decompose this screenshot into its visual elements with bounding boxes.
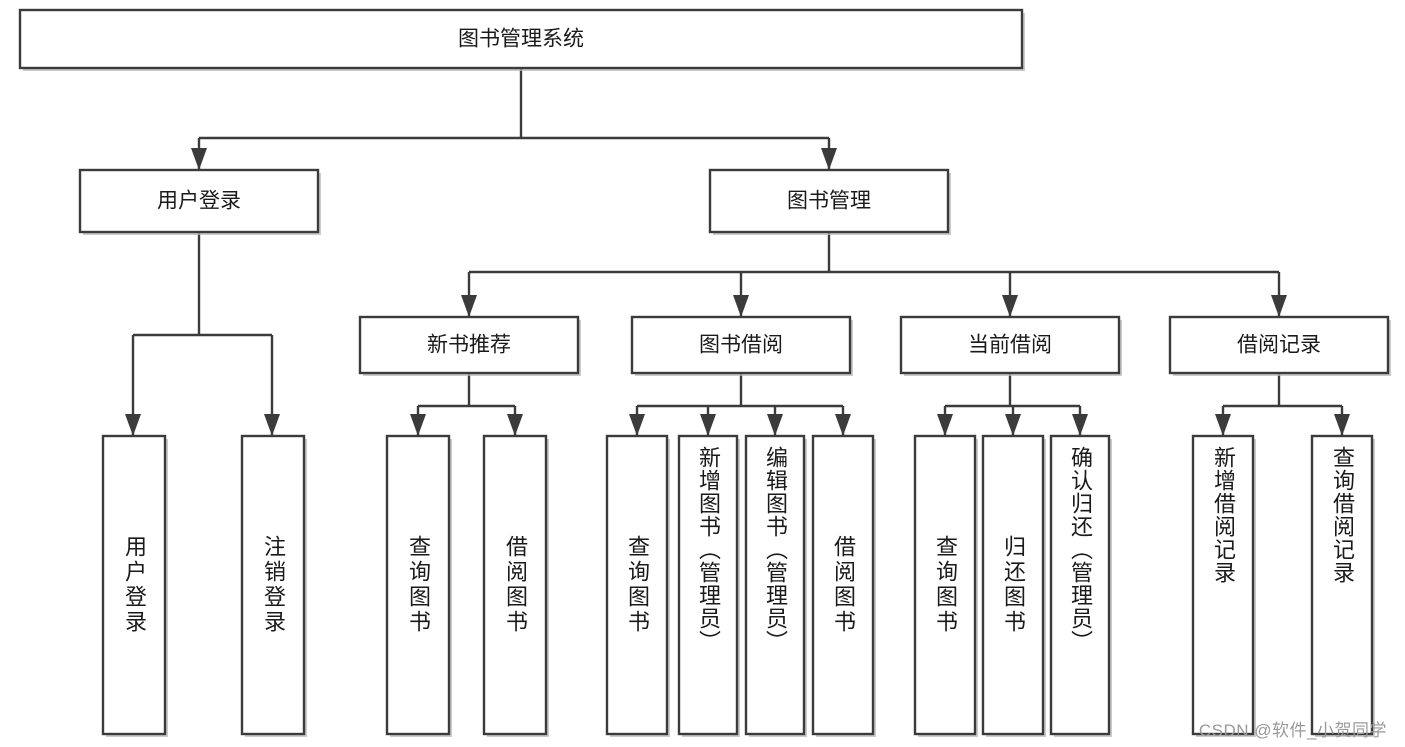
node-border <box>101 434 167 736</box>
connector-manage-bus <box>461 232 1287 317</box>
arrow-head-icon <box>1005 414 1021 436</box>
arrow-head-icon <box>410 414 426 436</box>
node-label: 新书推荐 <box>427 334 511 357</box>
arrow-head-icon <box>767 414 783 436</box>
node-border <box>605 434 669 736</box>
node-border <box>482 434 548 736</box>
node-leaf-1-注销登录[interactable] <box>240 434 307 737</box>
connector-borrow-bus <box>629 373 851 436</box>
node-border <box>981 434 1045 736</box>
arrow-head-icon <box>937 414 953 436</box>
node-label: 图书借阅 <box>699 334 783 357</box>
arrow-head-icon <box>1072 414 1088 436</box>
arrow-head-icon <box>733 295 749 317</box>
node-border <box>78 168 320 234</box>
node-leaf-7-借阅图书[interactable] <box>811 434 876 737</box>
node-border <box>385 434 451 736</box>
node-root-图书管理系统[interactable]: 图书管理系统 <box>18 8 1025 71</box>
arrow-head-icon <box>1334 414 1350 436</box>
node-leaf-6-编辑图书管理员[interactable] <box>744 434 807 737</box>
arrow-head-icon <box>700 414 716 436</box>
arrow-head-icon <box>1002 295 1018 317</box>
node-border <box>240 434 306 736</box>
node-border <box>1310 434 1374 736</box>
node-level2-0-新书推荐[interactable]: 新书推荐 <box>358 315 581 376</box>
arrow-head-icon <box>461 295 477 317</box>
node-label: 借阅记录 <box>1237 334 1321 357</box>
arrow-head-icon <box>507 414 523 436</box>
connector-login-bus <box>125 232 280 436</box>
node-leaf-2-查询图书[interactable] <box>385 434 452 737</box>
connector-current-bus <box>937 373 1088 436</box>
node-label: 图书管理 <box>787 190 871 213</box>
node-border <box>630 315 852 375</box>
node-border <box>811 434 875 736</box>
arrow-head-icon <box>1215 414 1231 436</box>
node-border <box>358 315 580 375</box>
node-level2-3-借阅记录[interactable]: 借阅记录 <box>1168 315 1391 376</box>
node-level2-2-当前借阅[interactable]: 当前借阅 <box>899 315 1122 376</box>
arrow-head-icon <box>629 414 645 436</box>
node-border <box>18 8 1024 70</box>
connector-record-bus <box>1215 373 1350 436</box>
node-border <box>913 434 977 736</box>
connector-root-bus <box>191 68 837 170</box>
arrow-head-icon <box>264 414 280 436</box>
node-label: 图书管理系统 <box>458 28 584 51</box>
node-border <box>1168 315 1390 375</box>
node-leaf-5-新增图书管理员[interactable] <box>677 434 740 737</box>
node-leaf-0-用户登录[interactable] <box>101 434 168 737</box>
node-leaf-4-查询图书[interactable] <box>605 434 670 737</box>
node-level2-1-图书借阅[interactable]: 图书借阅 <box>630 315 853 376</box>
node-border <box>1049 434 1111 736</box>
arrow-head-icon <box>125 414 141 436</box>
node-leaf-11-新增借阅记录[interactable] <box>1191 434 1256 737</box>
node-leaf-10-确认归还管理员[interactable] <box>1049 434 1112 737</box>
node-border <box>708 168 950 234</box>
node-leaf-9-归还图书[interactable] <box>981 434 1046 737</box>
node-leaf-8-查询图书[interactable] <box>913 434 978 737</box>
arrow-head-icon <box>191 148 207 170</box>
node-leaf-12-查询借阅记录[interactable] <box>1310 434 1375 737</box>
connector-newbook-bus <box>410 373 523 436</box>
node-border <box>1191 434 1255 736</box>
node-label: 当前借阅 <box>968 334 1052 357</box>
arrow-head-icon <box>821 148 837 170</box>
node-level1-0-用户登录[interactable]: 用户登录 <box>78 168 321 235</box>
arrow-head-icon <box>1271 295 1287 317</box>
node-leaf-3-借阅图书[interactable] <box>482 434 549 737</box>
node-border <box>744 434 806 736</box>
node-border <box>899 315 1121 375</box>
arrow-head-icon <box>835 414 851 436</box>
node-level1-1-图书管理[interactable]: 图书管理 <box>708 168 951 235</box>
node-label: 用户登录 <box>157 190 241 213</box>
node-border <box>677 434 739 736</box>
csdn-watermark: CSDN @软件_小贺同学 <box>1198 721 1387 740</box>
